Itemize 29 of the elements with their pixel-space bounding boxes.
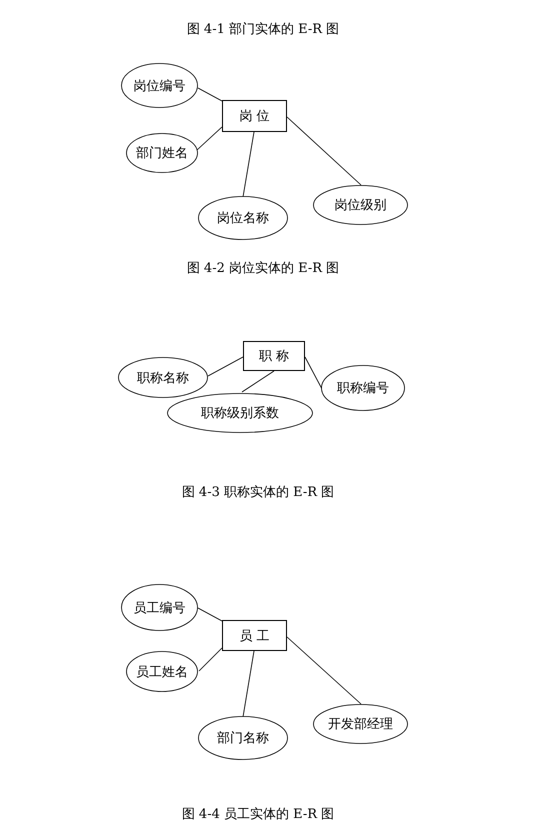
figure-caption: 图 4-4 员工实体的 E-R 图 (182, 806, 334, 823)
connector-line (208, 356, 244, 376)
connector-line (198, 88, 222, 102)
attribute-ellipse: 部门名称 (198, 716, 288, 760)
figure-caption: 图 4-3 职称实体的 E-R 图 (182, 484, 334, 501)
entity-box: 职 称 (243, 341, 305, 371)
attribute-ellipse: 部门姓名 (126, 133, 198, 173)
connector-line (286, 116, 362, 186)
entity-box: 员 工 (222, 620, 287, 651)
attribute-ellipse: 岗位编号 (121, 63, 198, 108)
connector-line (242, 370, 274, 392)
connector-line (196, 126, 222, 150)
entity-box: 岗 位 (222, 100, 287, 132)
connector-line (198, 608, 222, 622)
connector-line (286, 636, 362, 704)
attribute-ellipse: 岗位名称 (198, 196, 288, 240)
connector-line (242, 132, 254, 198)
figure-caption: 图 4-1 部门实体的 E-R 图 (186, 21, 340, 38)
attribute-ellipse: 岗位级别 (313, 185, 408, 225)
attribute-ellipse: 员工姓名 (126, 651, 198, 692)
attribute-ellipse: 职称名称 (118, 357, 208, 398)
attribute-ellipse: 职称级别系数 (167, 393, 313, 433)
attribute-ellipse: 员工编号 (121, 584, 198, 631)
attribute-ellipse: 开发部经理 (313, 704, 408, 744)
connector-line (304, 356, 322, 390)
figure-caption: 图 4-2 岗位实体的 E-R 图 (186, 260, 340, 277)
connector-line (242, 650, 254, 718)
connector-line (198, 648, 222, 672)
attribute-ellipse: 职称编号 (321, 365, 405, 411)
